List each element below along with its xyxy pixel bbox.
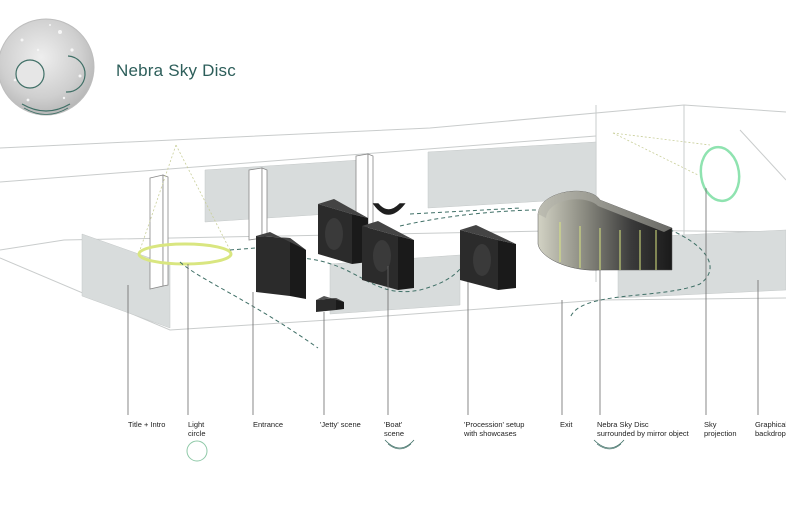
label-jetty-scene: 'Jetty' scene — [320, 420, 361, 429]
light-cones — [139, 132, 711, 251]
page-title: Nebra Sky Disc — [116, 61, 236, 80]
showcase-procession — [460, 225, 516, 290]
light-circle-icon — [186, 440, 208, 462]
nebra-disc-logo — [0, 18, 95, 116]
label-sky-projection: Sky projection — [704, 420, 737, 438]
nebra-arc-icon-inner — [596, 443, 622, 450]
leader-lines — [127, 188, 759, 415]
label-boat-scene: 'Boat' scene — [384, 420, 405, 438]
showcase-entrance — [256, 232, 306, 299]
mirror-arc — [537, 190, 673, 271]
light-circle-ring — [137, 242, 233, 266]
sky-projection-ring — [699, 145, 741, 203]
boat-object — [372, 203, 406, 215]
label-nebra-disc: Nebra Sky Disc surrounded by mirror obje… — [597, 420, 689, 438]
boat-arc-icon — [384, 439, 415, 449]
label-graphical-backdrop: Graphical backdrop — [755, 420, 786, 438]
label-entrance: Entrance — [253, 420, 284, 429]
showcase-boat — [362, 221, 414, 290]
boat-arc-icon-inner — [387, 443, 412, 450]
label-title-intro: Title + Intro — [128, 420, 166, 429]
label-exit: Exit — [560, 420, 573, 429]
nebra-arc-icon — [593, 439, 625, 449]
label-light-circle: Light circle — [188, 420, 206, 438]
jetty-small-box — [316, 296, 344, 312]
label-procession: 'Procession' setup with showcases — [464, 420, 525, 438]
